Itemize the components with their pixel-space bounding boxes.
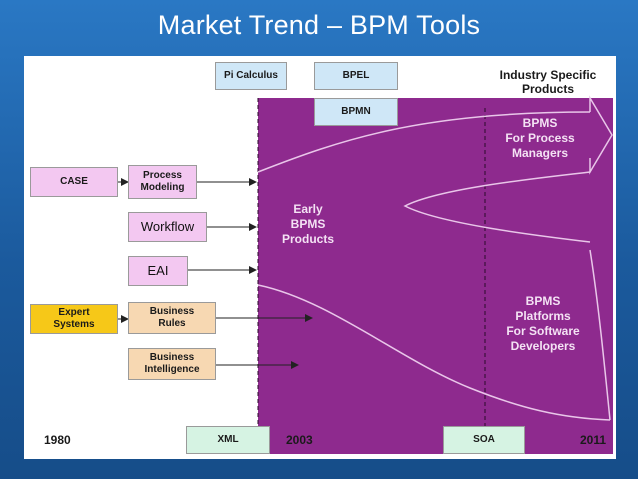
workflow-box: Workflow <box>128 212 207 242</box>
xml-box: XML <box>186 426 270 454</box>
industry-specific-label: Industry Specific Products <box>499 68 597 96</box>
right-flow-curve <box>589 249 611 421</box>
process-modeling-box: Process Modeling <box>128 165 197 199</box>
middle-flow-curve <box>403 171 591 243</box>
bpmn-box: BPMN <box>314 98 398 126</box>
upper-flow-curve <box>257 111 591 173</box>
business-rules-box: Business Rules <box>128 302 216 334</box>
bpms-process-managers-label: BPMS For Process Managers <box>505 116 575 160</box>
lower-flow-curve <box>257 284 611 421</box>
early-bpms-label: Early BPMS Products <box>281 202 334 246</box>
year-2003: 2003 <box>286 433 313 447</box>
bpel-box: BPEL <box>314 62 398 90</box>
business-intelligence-box: Business Intelligence <box>128 348 216 380</box>
eai-box: EAI <box>128 256 188 286</box>
case-box: CASE <box>30 167 118 197</box>
soa-box: SOA <box>443 426 525 454</box>
bpms-platforms-label: BPMS Platforms For Software Developers <box>506 294 580 353</box>
pi-calculus-box: Pi Calculus <box>215 62 287 90</box>
year-1980: 1980 <box>44 433 71 447</box>
year-2011: 2011 <box>580 433 607 447</box>
bpms-era-region <box>258 98 613 454</box>
expert-systems-box: Expert Systems <box>30 304 118 334</box>
upper-big-arrowhead <box>589 95 613 175</box>
slide-title: Market Trend – BPM Tools <box>157 10 481 40</box>
